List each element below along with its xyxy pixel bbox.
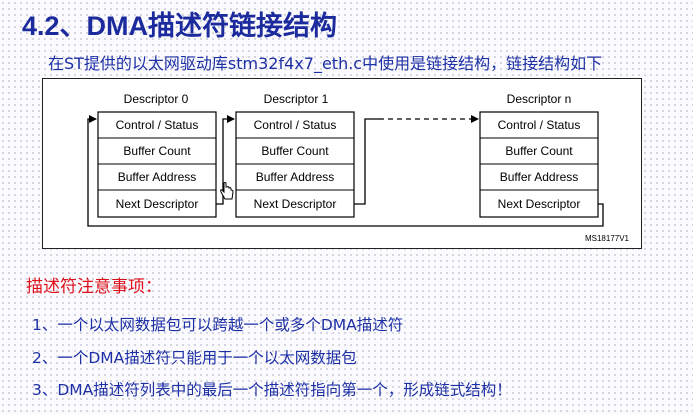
note-item: 3、DMA描述符列表中的最后一个描述符指向第一个，形成链式结构！ <box>32 381 512 399</box>
note-item: 2、一个DMA描述符只能用于一个以太网数据包 <box>32 349 357 367</box>
notes-heading: 描述符注意事项： <box>26 277 162 297</box>
descriptor-field: Buffer Address <box>500 170 579 184</box>
descriptor-header: Descriptor 1 <box>264 92 329 106</box>
descriptor-field: Next Descriptor <box>254 197 337 211</box>
descriptor-field: Next Descriptor <box>498 197 581 211</box>
slide-subtitle: 在ST提供的以太网驱动库stm32f4x7_eth.c中使用是链接结构，链接结构… <box>48 54 603 73</box>
descriptor-1: Descriptor 1 Control / Status Buffer Cou… <box>235 92 355 218</box>
descriptor-field: Next Descriptor <box>116 197 199 211</box>
descriptor-field: Control / Status <box>498 118 581 132</box>
descriptor-n: Descriptor n Control / Status Buffer Cou… <box>479 92 599 218</box>
descriptor-header: Descriptor 0 <box>124 92 189 106</box>
hand-cursor-icon <box>220 182 234 200</box>
slide-title: 4.2、DMA描述符链接结构 <box>22 11 338 41</box>
descriptor-header: Descriptor n <box>507 92 572 106</box>
descriptor-field: Buffer Count <box>261 144 329 158</box>
link-arrow-loop-back <box>87 115 604 227</box>
link-arrow-0-to-1 <box>216 115 235 205</box>
descriptor-field: Buffer Address <box>256 170 335 184</box>
descriptor-field: Control / Status <box>116 118 199 132</box>
note-item: 1、一个以太网数据包可以跨越一个或多个DMA描述符 <box>32 316 404 334</box>
figure-id: MS18177V1 <box>585 234 630 243</box>
link-arrow-1-to-n <box>354 118 379 205</box>
descriptor-field: Buffer Address <box>118 170 197 184</box>
descriptor-field: Buffer Count <box>505 144 573 158</box>
descriptor-field: Control / Status <box>254 118 337 132</box>
descriptor-chain-diagram: Descriptor 0 Control / Status Buffer Cou… <box>87 92 630 243</box>
descriptor-0: Descriptor 0 Control / Status Buffer Cou… <box>97 92 217 218</box>
diagram-frame: Descriptor 0 Control / Status Buffer Cou… <box>42 78 642 249</box>
descriptor-field: Buffer Count <box>123 144 191 158</box>
